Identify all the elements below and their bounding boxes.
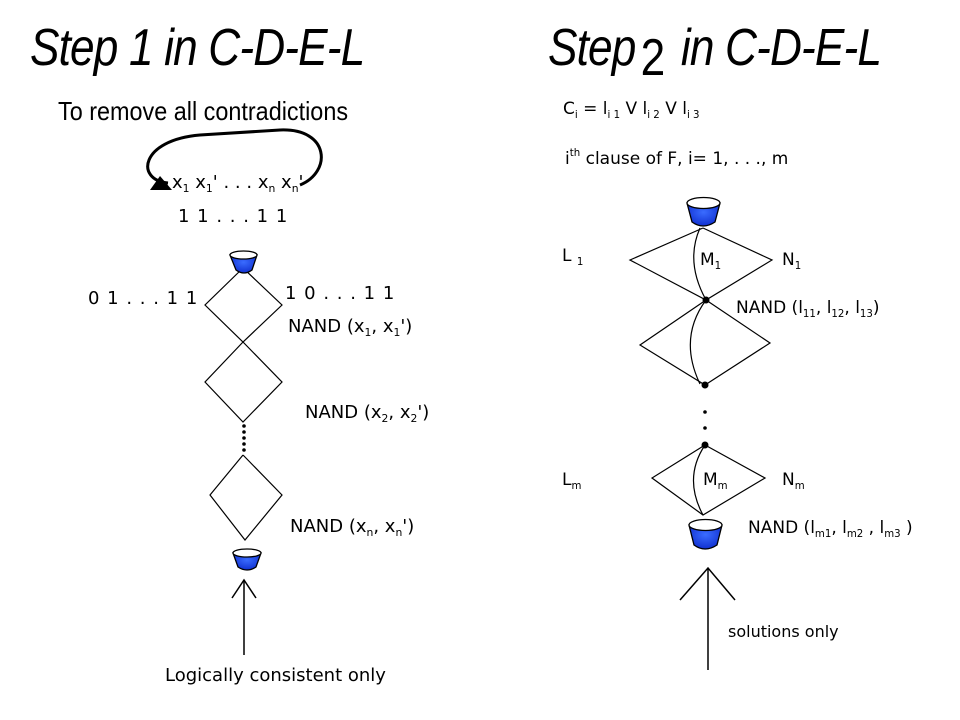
right-node-dots: [701, 296, 710, 449]
step2-Lm: Lm: [562, 470, 582, 492]
clausem-gadget: [650, 444, 767, 516]
step2-nand-m: NAND (lm1, lm2 , lm3 ): [748, 518, 913, 540]
bucket-icon: [688, 518, 723, 550]
step1-nand-2: NAND (x2, x2'): [305, 402, 430, 425]
left-diamond-chain: [204, 267, 283, 541]
step1-nand-1: NAND (x1, x1'): [288, 316, 413, 339]
step2-clause-formula: Ci = li 1 V li 2 V li 3: [563, 99, 700, 121]
step2-clause-desc: ith clause of F, i= 1, . . ., m: [565, 148, 789, 169]
step2-Nm: Nm: [782, 470, 805, 492]
arrow-up-icon: [231, 578, 257, 655]
step1-right-branch-bits: 1 0 . . . 1 1: [285, 283, 396, 304]
step2-Mm: Mm: [703, 470, 728, 492]
step2-title-post: in C-D-E-L: [680, 19, 882, 77]
step2-M1: M1: [700, 250, 722, 272]
step1-bits-top: 1 1 . . . 1 1: [178, 206, 289, 227]
step2-bottom-label: solutions only: [728, 622, 839, 641]
left-vertical-dots: [242, 424, 246, 452]
bucket-icon: [686, 196, 721, 227]
loop-arrow-icon: [146, 128, 323, 187]
step1-nand-n: NAND (xn, xn'): [290, 516, 415, 539]
step2-N1: N1: [782, 250, 802, 272]
step1-subtitle: To remove all contradictions: [58, 96, 349, 126]
bucket-icon: [229, 250, 258, 274]
loop-arrow-head: [150, 176, 172, 190]
step1-bottom-label: Logically consistent only: [165, 665, 386, 686]
step1-variables: x1 x1' . . . xn xn': [172, 172, 304, 195]
step2-nand-1: NAND (l11, l12, l13): [736, 298, 880, 320]
step2-title: Step2 in C-D-E-L: [548, 18, 882, 87]
arrow-up-icon: [679, 566, 736, 670]
step2-title-num: 2: [640, 29, 666, 87]
step2-title-pre: Step: [548, 19, 636, 77]
step2-L1: L 1: [562, 246, 584, 268]
step1-title: Step 1 in C-D-E-L: [30, 19, 365, 77]
bucket-icon: [232, 548, 262, 571]
step1-left-branch-bits: 0 1 . . . 1 1: [88, 288, 199, 309]
